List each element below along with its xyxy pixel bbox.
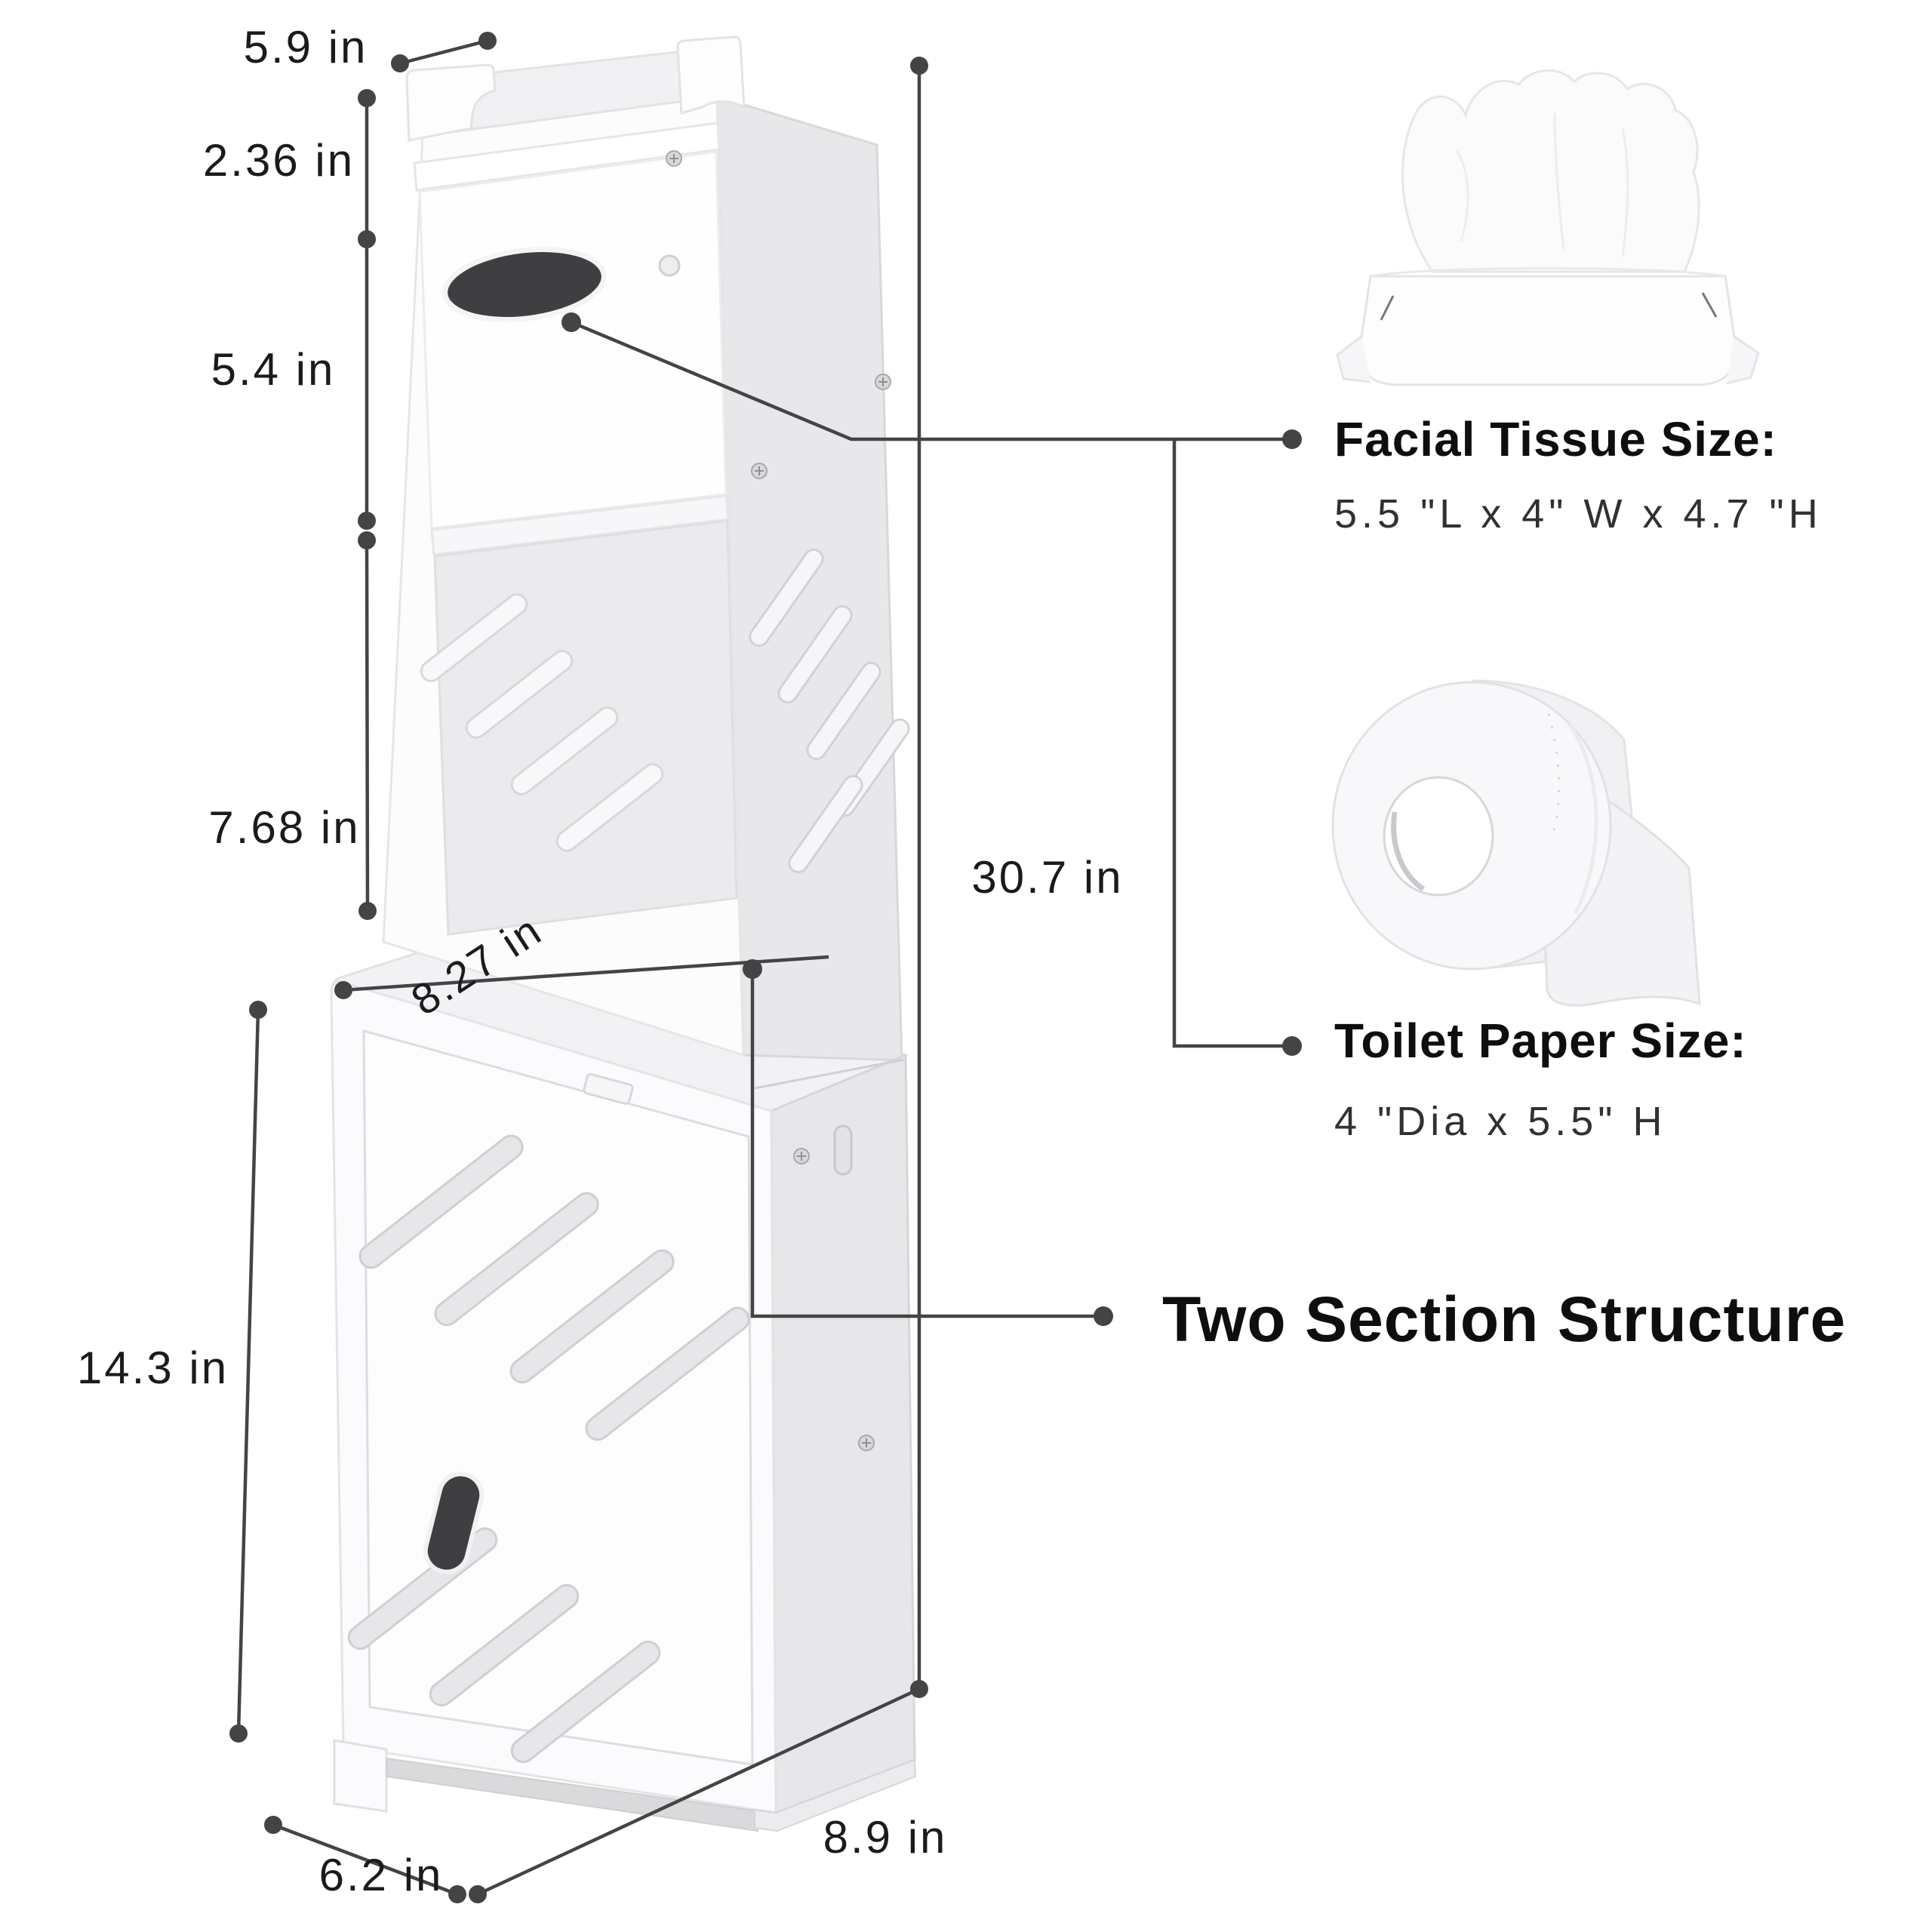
dimension-label-top-shelf-height: 2.36 in (202, 135, 355, 186)
foot-left (333, 1739, 388, 1813)
middle-shelf-edge (430, 494, 730, 556)
tissues-puff (1401, 69, 1700, 273)
side-vent-slats (749, 548, 910, 874)
side-slot (833, 1124, 853, 1176)
roll-core (1383, 776, 1494, 897)
dimension-label-lower-height: 14.3 in (76, 1343, 229, 1393)
toilet-paper-size-value: 4 "Dia x 5.5" H (1334, 1099, 1667, 1144)
pack-tab-left (1336, 335, 1371, 383)
dimension-label-bottom-depth: 8.9 in (823, 1812, 948, 1863)
pack-opening (1370, 267, 1726, 278)
screws-lower (793, 1148, 875, 1451)
scallop-right (676, 35, 746, 115)
top-shelf-edge (413, 122, 721, 192)
roll-perforation (1547, 713, 1561, 834)
roll-core-shadow (1391, 811, 1426, 891)
facial-tissue-image (1336, 69, 1760, 386)
leader-toilet-paper (1172, 439, 1302, 1056)
cabinet-door (362, 1029, 754, 1766)
door-handle-cutout (423, 1472, 485, 1574)
screws-upper (666, 150, 891, 479)
dimension-label-open-shelf-height: 7.68 in (208, 802, 361, 853)
dimension-line-top-width (391, 32, 497, 72)
scallop-left (405, 63, 497, 142)
toilet-paper-size-title: Toilet Paper Size: (1334, 1014, 1747, 1068)
dimension-chain-left (358, 89, 377, 920)
dimension-line-lower-height (229, 1001, 267, 1743)
dimension-label-top-width: 5.9 in (243, 22, 368, 72)
tissue-box (418, 150, 728, 530)
pack-tab-right (1726, 335, 1760, 385)
leader-facial-tissue (561, 312, 1302, 449)
base-edge (754, 1758, 917, 1832)
dimension-label-overall-height: 30.7 in (971, 852, 1124, 903)
assembly-hole (658, 254, 681, 277)
dimension-line-bottom-width (264, 1816, 466, 1903)
assembly-tab (583, 1073, 634, 1105)
roll-face-shade (1567, 723, 1598, 915)
facial-tissue-size-title: Facial Tissue Size: (1334, 412, 1777, 466)
facial-tissue-size-value: 5.5 "L x 4" W x 4.7 "H (1334, 491, 1823, 537)
structure-callout-title: Two Section Structure (1162, 1284, 1847, 1355)
leader-structure (743, 959, 1113, 1326)
toilet-paper-image (1331, 679, 1701, 1007)
dimension-label-tissue-box-height: 5.4 in (211, 344, 336, 395)
base-recess (385, 1757, 760, 1832)
dimension-line-overall-height (910, 57, 928, 1698)
dimension-lines (229, 32, 1302, 1903)
dimension-line-bottom-depth (469, 1687, 920, 1903)
dimension-label-bottom-width: 6.2 in (318, 1850, 444, 1900)
door-vent-slats (347, 1134, 750, 1764)
section-seam (754, 1058, 905, 1090)
pack-corner-marks (1380, 292, 1718, 321)
compartment-vent-slats (420, 593, 664, 852)
tissue-pack-body (1359, 275, 1737, 386)
tissue-slot-cutout (442, 247, 607, 322)
tissue-creases (1455, 112, 1629, 257)
cabinet-image (330, 35, 917, 1832)
